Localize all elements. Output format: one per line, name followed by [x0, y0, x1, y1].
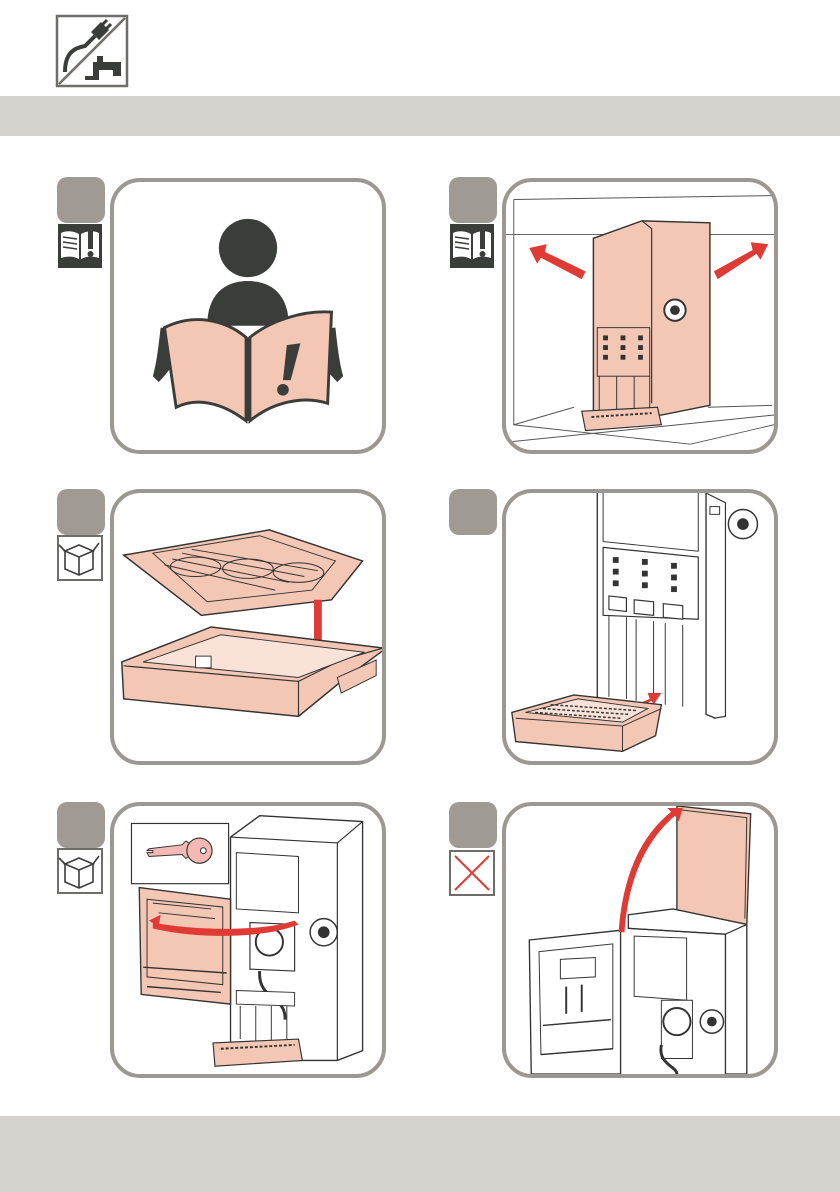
- insert-drip-tray-illustration: [506, 493, 774, 761]
- drip-tray-assembly-illustration: [114, 493, 382, 761]
- package-box-icon: [57, 535, 103, 581]
- step-5-panel: [110, 802, 386, 1078]
- step-2-panel: [502, 178, 778, 454]
- step-5-number-box: [57, 802, 105, 848]
- step-6-number-box: [449, 802, 497, 848]
- step-4-panel: [502, 489, 778, 765]
- footer-band: [0, 1116, 840, 1192]
- step-4-number-box: [449, 489, 497, 535]
- power-water-disconnect-icon: [55, 14, 129, 88]
- step-3-number-box: [57, 489, 105, 535]
- header-band: [0, 96, 840, 136]
- not-allowed-icon: [449, 850, 495, 896]
- step-1-number-box: [57, 177, 105, 223]
- step-6-panel: [502, 802, 778, 1078]
- step-2-number-box: [449, 177, 497, 223]
- unlock-door-with-key-illustration: [114, 806, 382, 1074]
- step-3-panel: [110, 489, 386, 765]
- package-box-icon: [57, 848, 103, 894]
- person-reading-manual-illustration: [114, 182, 382, 450]
- open-lid-illustration: [506, 806, 774, 1074]
- read-manual-icon: [449, 223, 495, 269]
- step-1-panel: [110, 178, 386, 454]
- machine-clearance-illustration: [506, 182, 774, 450]
- read-manual-icon: [57, 223, 103, 269]
